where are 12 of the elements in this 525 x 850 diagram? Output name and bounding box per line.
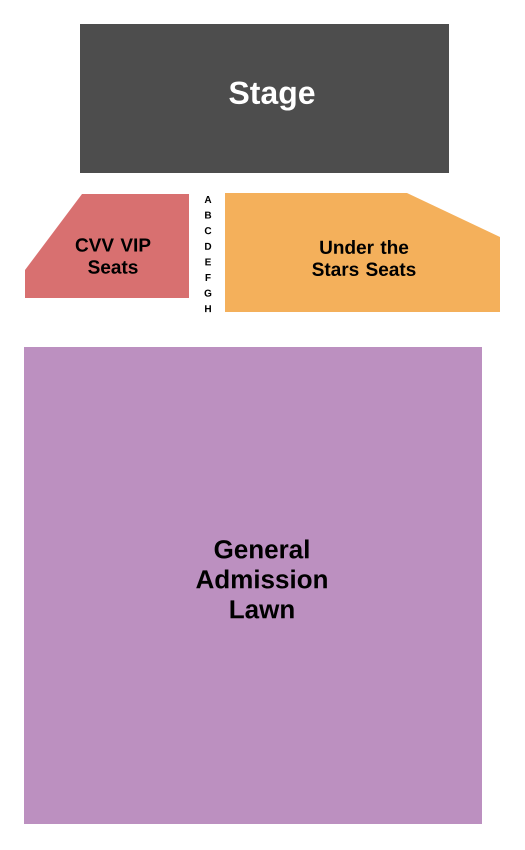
row-letter: D [205,242,212,250]
row-letter: C [204,227,212,234]
stage-box: Stage [80,24,449,173]
row-letter: G [204,290,212,297]
seating-section: CVV VIP Seats [25,194,189,298]
seating-section: Under the Stars Seats [225,193,500,312]
row-letter: A [204,196,212,203]
row-letter: H [205,305,211,312]
row-letter: E [205,258,211,266]
row-letter: F [206,274,211,281]
lawn-area: General Admission Lawn [24,347,482,824]
row-letter: B [205,212,212,219]
